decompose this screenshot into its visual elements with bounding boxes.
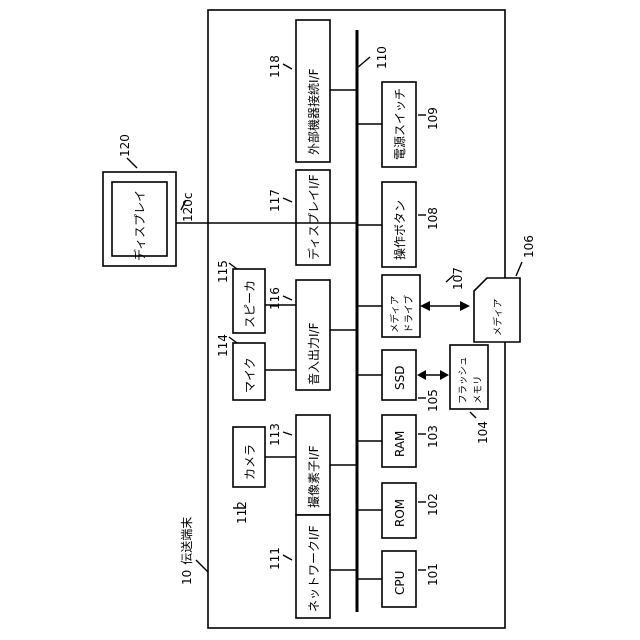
- speaker-ref: 115: [216, 260, 230, 283]
- audio-io-label: 音入出力I/F: [306, 322, 321, 385]
- ssd-label: SSD: [393, 366, 407, 390]
- display-cable-ref: 120c: [181, 192, 195, 222]
- display-ref: 120: [118, 134, 132, 157]
- external-if-label: 外部機器接続I/F: [306, 68, 321, 155]
- terminal-leader: [196, 560, 208, 572]
- cpu-label: CPU: [393, 571, 407, 595]
- ram-ref: 103: [426, 425, 440, 448]
- display-if-label: ディスプレイI/F: [306, 174, 321, 260]
- flash-ref: 104: [476, 421, 490, 444]
- terminal-label: 10伝送端末: [179, 517, 194, 585]
- op-button-ref: 108: [426, 207, 440, 230]
- power-switch-ref: 109: [426, 107, 440, 130]
- media-drive-label-1: メディア: [389, 296, 401, 333]
- display-label: ディスプレイ: [132, 190, 147, 261]
- bus-ref: 110: [375, 46, 389, 69]
- mic-label: マイク: [243, 357, 257, 393]
- network-if-ref: 111: [268, 547, 282, 570]
- media-drive-label-2: ドライブ: [403, 294, 415, 333]
- camera-ref: 112: [235, 501, 249, 524]
- speaker-label: スピーカ: [243, 280, 257, 328]
- media-label: メディア: [492, 299, 504, 336]
- media-ref: 106: [522, 235, 536, 258]
- imaging-if-ref: 113: [268, 423, 282, 446]
- network-if-label: ネットワークI/F: [307, 525, 321, 612]
- ram-label: RAM: [393, 431, 407, 457]
- cpu-ref: 101: [426, 563, 440, 586]
- external-if-ref: 118: [268, 55, 282, 78]
- power-switch-label: 電源スイッチ: [393, 88, 407, 160]
- flash-label-2: メモリ: [473, 375, 484, 404]
- flash-label-1: フラッシュ: [458, 356, 469, 404]
- mic-ref: 114: [216, 334, 230, 357]
- ssd-ref: 105: [426, 389, 440, 412]
- imaging-if-label: 撮像素子I/F: [307, 445, 321, 508]
- media-drive-ref: 107: [451, 267, 465, 290]
- rom-label: ROM: [393, 499, 407, 527]
- rom-ref: 102: [426, 493, 440, 516]
- display-if-ref: 117: [268, 189, 282, 212]
- op-button-label: 操作ボタン: [392, 200, 407, 260]
- audio-io-ref: 116: [268, 287, 282, 310]
- camera-label: カメラ: [243, 444, 257, 480]
